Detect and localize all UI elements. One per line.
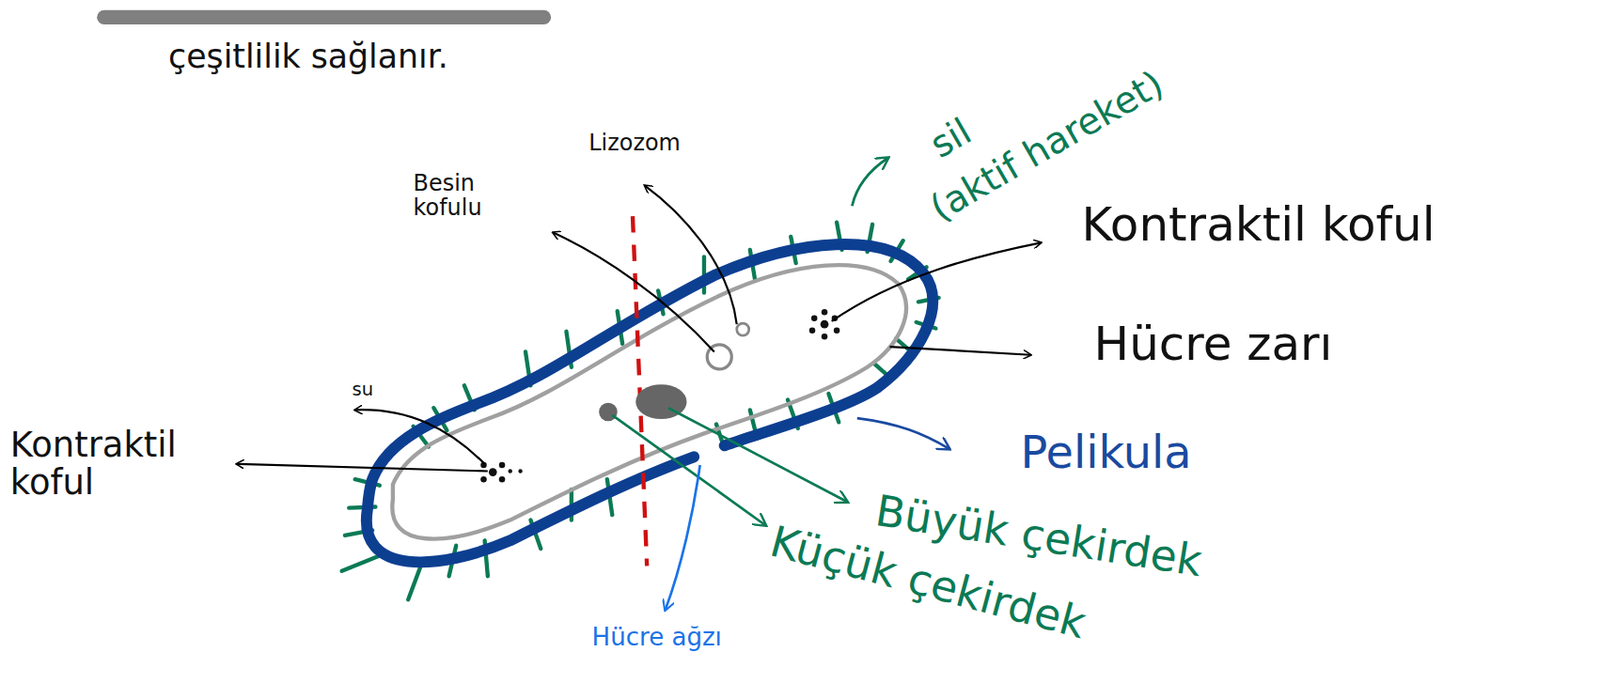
part-label: Hücre ağzı [592,624,722,652]
note-text: çeşitlilik sağlanır. [168,38,449,75]
part-label: Lizozom [588,130,681,156]
part-label: Kontraktil koful [1082,199,1436,251]
part-label: su [351,379,374,400]
highlight-bar [96,10,551,25]
leader-line [665,465,701,611]
micronucleus [598,403,618,423]
lysosome [737,323,750,336]
part-label: Pelikula [1019,428,1192,479]
part-label: Kontraktil koful [10,426,225,503]
cell-membrane-outline [392,265,907,539]
leader-line [611,415,766,526]
contractile-vacuole-left [480,462,523,484]
leader-lines [236,186,1041,472]
part-label: Besin kofulu [413,171,547,221]
leader-line [857,418,950,450]
part-label: Hücre zarı [1094,318,1334,371]
leader-line [851,157,888,206]
contractile-vacuole-right [809,309,841,341]
leader-line [668,407,848,502]
part-label: sil [923,110,978,166]
